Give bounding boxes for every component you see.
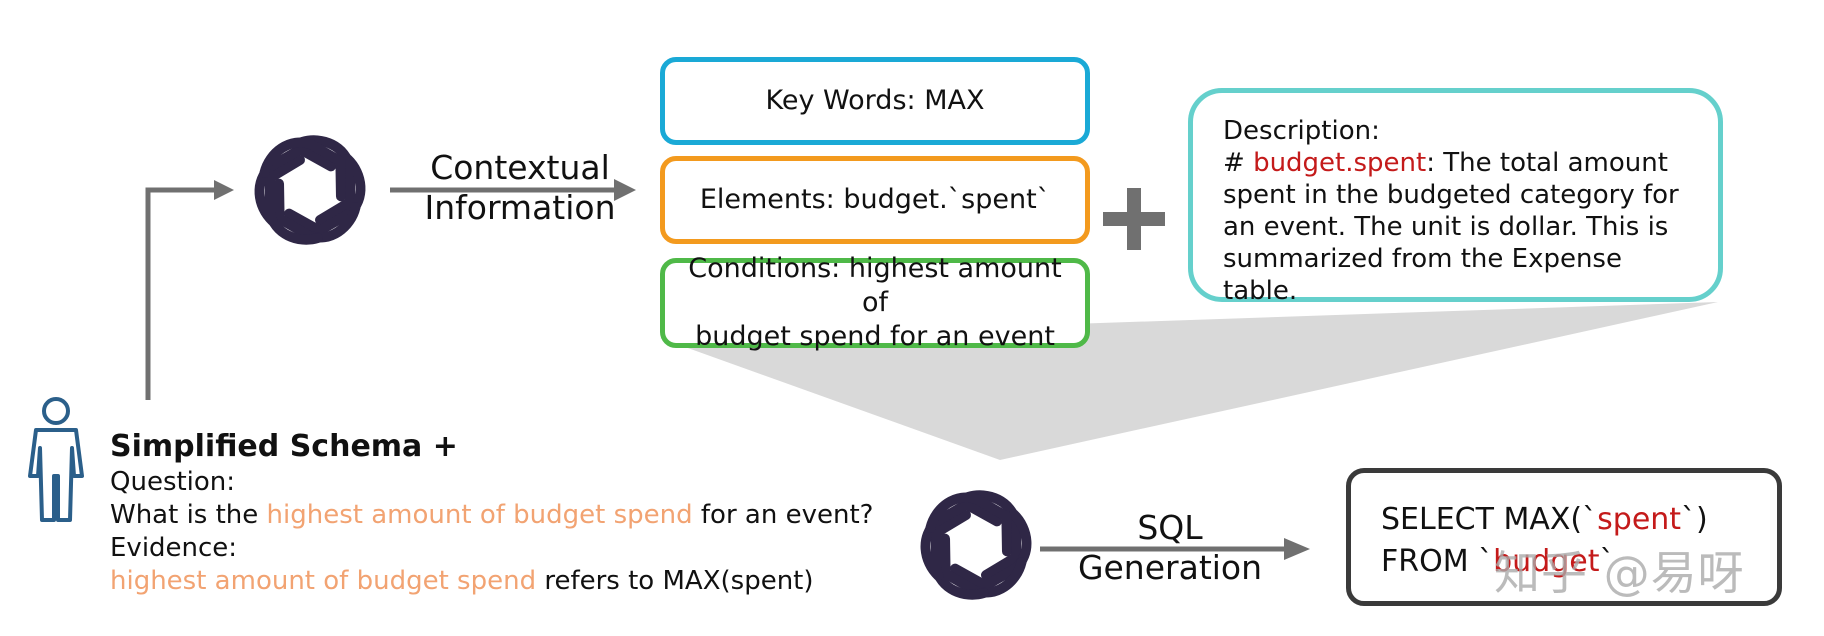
conditions-box: Conditions: highest amount of budget spe…: [660, 253, 1090, 352]
description-box: Description: # budget.spent: The total a…: [1188, 88, 1723, 306]
elements-box: Elements: budget.`spent`: [660, 156, 1090, 244]
sql-label-line2: Generation: [1077, 548, 1263, 587]
sql-output-box: SELECT MAX(`spent`) FROM `budget`: [1346, 468, 1782, 606]
contextual-label-line2: Information: [424, 188, 616, 227]
schema-question-block: Simplified Schema + Question: What is th…: [110, 428, 873, 598]
sql-line2: FROM `budget`: [1381, 544, 1615, 579]
user-icon: [28, 397, 84, 522]
question-highlight: highest amount of budget spend: [266, 500, 693, 530]
conditions-text-line2: budget spend for an event: [695, 321, 1055, 352]
description-line2: spent in the budgeted category for: [1223, 180, 1679, 210]
sql-table: budget: [1493, 544, 1600, 579]
watermark-text: 知乎 @易呀: [1494, 546, 1745, 600]
description-field: budget.spent: [1253, 148, 1427, 178]
sql-generation-label: SQL Generation: [1060, 508, 1280, 588]
user-to-llm-arrow: [145, 187, 218, 400]
plus-icon: [1103, 188, 1165, 250]
evidence-label: Evidence:: [110, 533, 238, 563]
contextual-information-label: Contextual Information: [410, 148, 630, 228]
llm-logo-icon: [920, 490, 1032, 600]
keywords-box: Key Words: MAX: [660, 57, 1090, 145]
llm-logo-icon: [254, 135, 366, 245]
schema-title: Simplified Schema +: [110, 429, 458, 464]
description-heading: Description:: [1223, 116, 1380, 146]
evidence-highlight: highest amount of budget spend: [110, 566, 537, 596]
contextual-label-line1: Contextual: [430, 148, 610, 187]
keywords-text: Key Words: MAX: [765, 85, 985, 116]
question-label: Question:: [110, 467, 236, 497]
question-text: What is the highest amount of budget spe…: [110, 500, 874, 530]
evidence-text: highest amount of budget spend refers to…: [110, 566, 814, 596]
sql-line1: SELECT MAX(`spent`): [1381, 502, 1708, 537]
description-line3: an event. The unit is dollar. This is: [1223, 212, 1669, 242]
description-line4: summarized from the Expense table.: [1223, 244, 1622, 306]
conditions-text-line1: Conditions: highest amount of: [688, 253, 1062, 318]
sql-label-line1: SQL: [1137, 508, 1203, 547]
elements-text: Elements: budget.`spent`: [699, 184, 1051, 215]
sql-field: spent: [1597, 502, 1682, 537]
description-line1: # budget.spent: The total amount: [1223, 148, 1668, 178]
